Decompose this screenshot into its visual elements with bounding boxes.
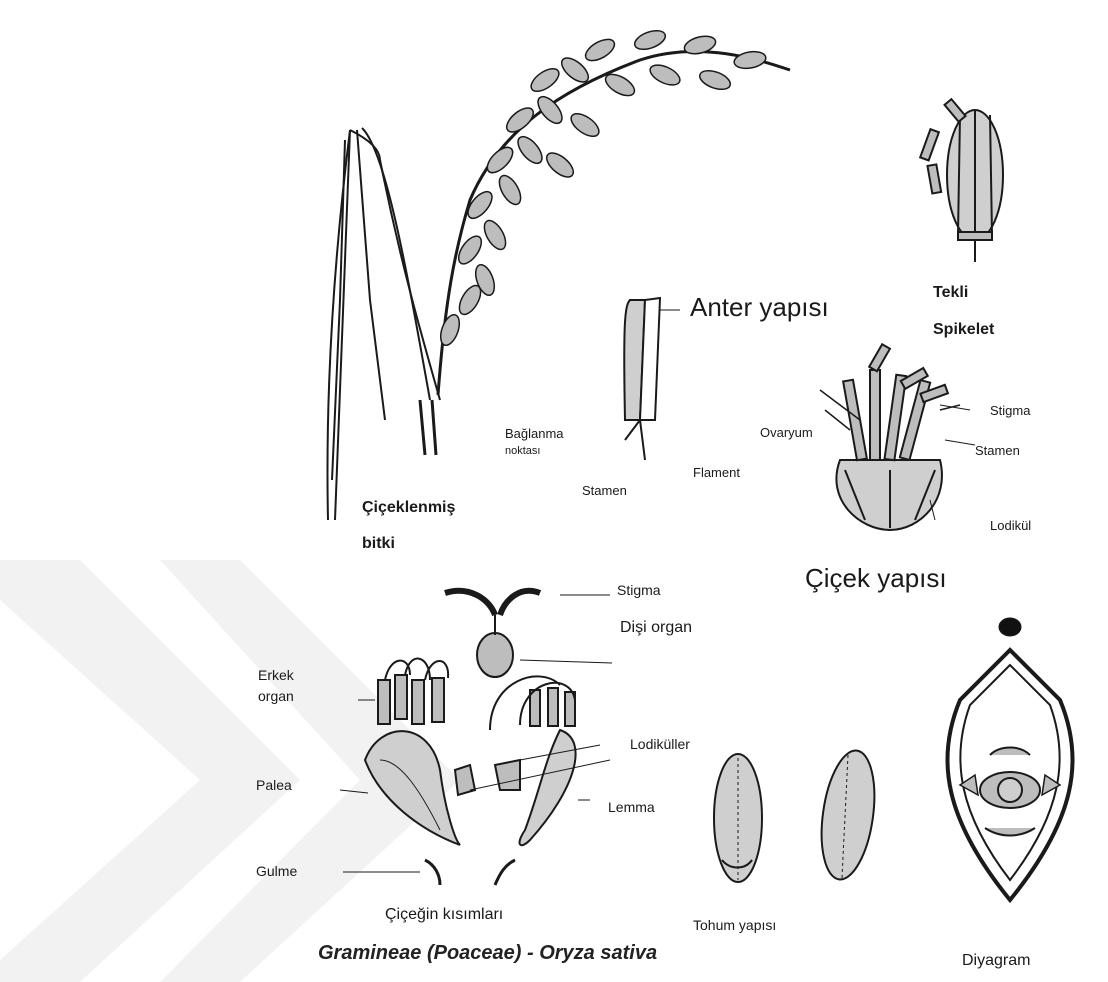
filament-label: Flament: [693, 466, 740, 479]
male-organ-label-line1: Erkek: [258, 668, 294, 682]
attachment-point-label-line1: Bağlanma: [505, 427, 564, 440]
single-spikelet-title-line1: Tekli: [933, 285, 968, 301]
parts-stigma-label: Stigma: [617, 583, 661, 597]
seed-structure-caption: Tohum yapısı: [693, 918, 776, 932]
ovary-label: Ovaryum: [760, 426, 813, 439]
lemma-label: Lemma: [608, 800, 655, 814]
male-organ-label-line2: organ: [258, 689, 294, 703]
palea-label: Palea: [256, 778, 292, 792]
flower-parts-caption: Çiçeğin kısımları: [385, 907, 503, 923]
lodicule-label: Lodikül: [990, 519, 1031, 532]
attachment-point-label-line2: noktası: [505, 446, 540, 457]
single-spikelet-icon: [920, 99, 1003, 262]
female-organ-label: Dişi organ: [620, 620, 692, 636]
flower-structure-title: Çiçek yapısı: [805, 565, 947, 591]
flowered-rice-plant-icon: [327, 27, 790, 520]
anther-structure-title: Anter yapısı: [690, 294, 829, 320]
flowered-plant-title-line1: Çiçeklenmiş: [362, 500, 455, 516]
anther-stamen-label: Stamen: [582, 484, 627, 497]
flowered-plant-title-line2: bitki: [362, 536, 395, 552]
species-title: Gramineae (Poaceae) - Oryza sativa: [318, 943, 657, 963]
lodicules-label: Lodiküller: [630, 737, 690, 751]
flower-stamen-label: Stamen: [975, 444, 1020, 457]
flower-stigma-label: Stigma: [990, 404, 1030, 417]
flower-structure-icon: [820, 344, 975, 530]
floral-diagram-icon: [947, 618, 1072, 900]
seed-icon: [714, 747, 882, 883]
diagram-caption: Diyagram: [962, 953, 1030, 969]
single-spikelet-title-line2: Spikelet: [933, 322, 994, 338]
glume-label: Gulme: [256, 864, 297, 878]
anther-icon: [624, 298, 680, 460]
